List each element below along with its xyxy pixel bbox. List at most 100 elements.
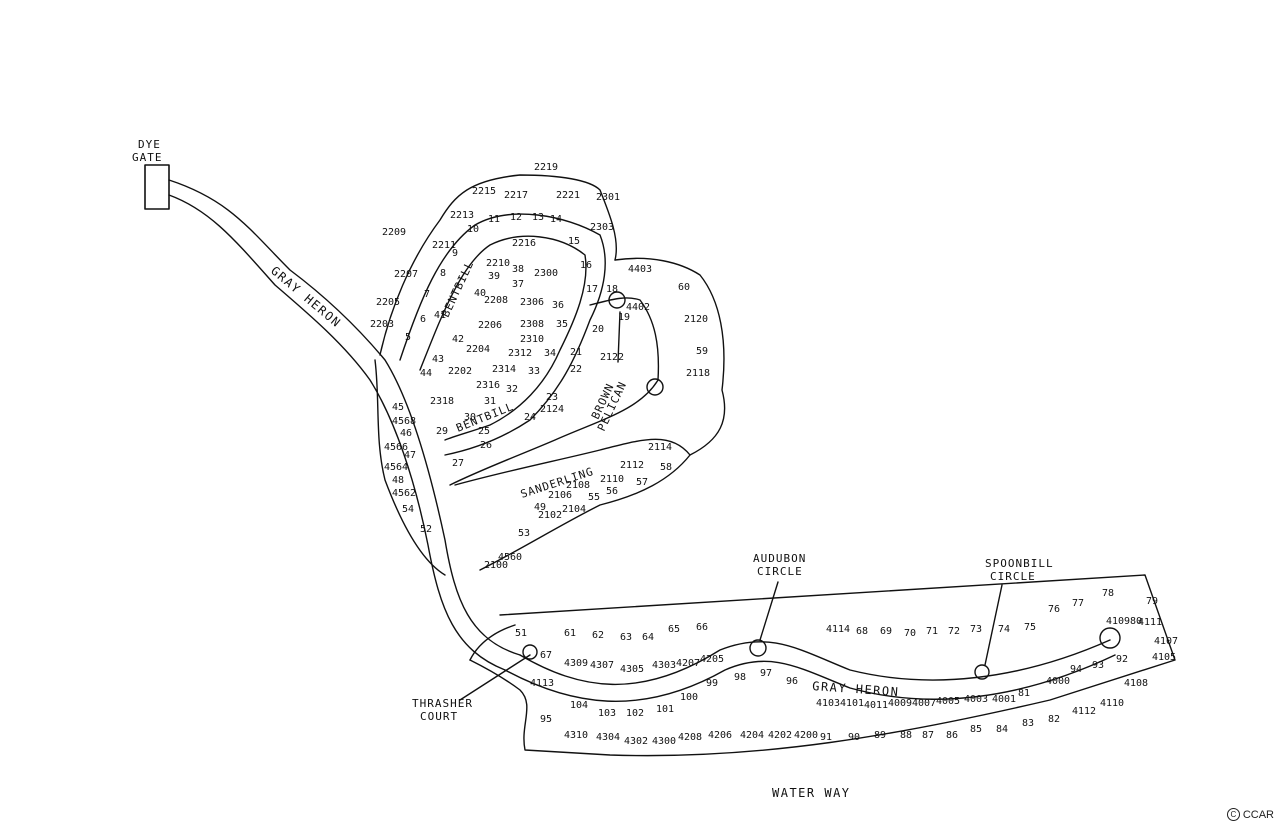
lot-number: 2100 (484, 560, 508, 571)
lot-number: 43 (432, 354, 444, 365)
lot-number: 69 (880, 626, 892, 637)
lot-number: 2314 (492, 364, 516, 375)
lot-number: 4304 (596, 732, 620, 743)
lot-number: 98 (734, 672, 746, 683)
lot-number: 4305 (620, 664, 644, 675)
spoonbill-label-2: CIRCLE (990, 570, 1036, 583)
south-strip-boundary (469, 574, 1176, 757)
lot-number: 2207 (394, 269, 418, 280)
lot-number: 4109 (1106, 616, 1130, 627)
lot-number: 17 (586, 284, 598, 295)
lot-number: 4112 (1072, 706, 1096, 717)
lot-number: 2108 (566, 480, 590, 491)
lot-number: 21 (570, 347, 582, 358)
lot-number: 26 (480, 440, 492, 451)
lot-number: 82 (1048, 714, 1060, 725)
lot-number: 84 (996, 724, 1008, 735)
lot-number: 4560 (498, 552, 522, 563)
lot-number: 2316 (476, 380, 500, 391)
lot-number: 4310 (564, 730, 588, 741)
lot-number: 4004 (0, 0, 24, 3)
lot-number: 2306 (520, 297, 544, 308)
lot-number: 49 (534, 502, 546, 513)
lot-number: 94 (1070, 664, 1082, 675)
lot-number: 4309 (564, 658, 588, 669)
lot-number: 57 (636, 477, 648, 488)
lot-number: 67 (540, 650, 552, 661)
lot-number: 4403 (628, 264, 652, 275)
lot-number: 73 (970, 624, 982, 635)
lot-number: 54 (402, 504, 414, 515)
lot-number: 95 (540, 714, 552, 725)
lot-number: 4009 (888, 698, 912, 709)
east-end-circle (1099, 627, 1121, 649)
lot-number: 2104 (562, 504, 586, 515)
lot-number: 4012 (0, 0, 24, 3)
lot-number: 40 (474, 288, 486, 299)
lot-number: 39 (488, 271, 500, 282)
lot-number: 4003 (964, 694, 988, 705)
lot-number: 80 (1130, 616, 1142, 627)
lot-number: 4103 (816, 698, 840, 709)
lot-number: 2301 (596, 192, 620, 203)
lot-number: 75 (1024, 622, 1036, 633)
lot-number: 4562 (392, 488, 416, 499)
lot-number: 38 (512, 264, 524, 275)
lot-number: 87 (922, 730, 934, 741)
lot-number: 22 (570, 364, 582, 375)
lot-number: 6 (420, 314, 426, 325)
lot-number: 2204 (466, 344, 490, 355)
lot-number: 9 (452, 248, 458, 259)
lot-number: 4208 (678, 732, 702, 743)
lot-number: 89 (874, 730, 886, 741)
lot-number: 83 (1022, 718, 1034, 729)
lot-number: 24 (524, 412, 536, 423)
lot-number: 66 (696, 622, 708, 633)
lot-number: 62 (592, 630, 604, 641)
lot-number: 4100 (0, 0, 24, 3)
lot-number: 2209 (382, 227, 406, 238)
lot-number: 4002 (0, 0, 24, 3)
copyright-icon: C (1226, 808, 1240, 821)
lot-number: 2202 (448, 366, 472, 377)
lot-number: 11 (488, 214, 500, 225)
lot-number: 2120 (684, 314, 708, 325)
lot-number: 31 (484, 396, 496, 407)
lot-number: 4402 (626, 302, 650, 313)
lot-number: 12 (510, 212, 522, 223)
lot-number: 99 (706, 678, 718, 689)
lot-number: 4107 (1154, 636, 1178, 647)
lot-number: 4011 (864, 700, 888, 711)
lot-number: 4307 (590, 660, 614, 671)
lot-number: 45 (392, 402, 404, 413)
lot-number: 76 (1048, 604, 1060, 615)
lot-number: 4007 (912, 698, 936, 709)
lot-number: 2118 (686, 368, 710, 379)
lot-number: 13 (532, 212, 544, 223)
lot-number: 100 (680, 692, 698, 703)
lot-number: 56 (606, 486, 618, 497)
lot-number: 4204 (740, 730, 764, 741)
east-lobe-boundary (479, 257, 726, 571)
lot-number: 2208 (484, 295, 508, 306)
lot-number: 4106 (0, 0, 24, 3)
lot-number: 2124 (540, 404, 564, 415)
lot-number: 77 (1072, 598, 1084, 609)
lot-number: 4110 (1100, 698, 1124, 709)
lot-number: 4564 (384, 462, 408, 473)
lot-number: 65 (668, 624, 680, 635)
lot-number: 52 (420, 524, 432, 535)
lot-number: 2219 (534, 162, 558, 173)
lot-number: 2310 (520, 334, 544, 345)
lot-number: 104 (570, 700, 588, 711)
lot-number: 71 (926, 626, 938, 637)
lot-number: 2210 (486, 258, 510, 269)
lot-number: 74 (998, 624, 1010, 635)
lot-number: 101 (656, 704, 674, 715)
lot-number: 81 (1018, 688, 1030, 699)
lot-number: 4108 (1124, 678, 1148, 689)
lot-number: 61 (564, 628, 576, 639)
lot-number: 103 (598, 708, 616, 719)
lot-number: 53 (518, 528, 530, 539)
